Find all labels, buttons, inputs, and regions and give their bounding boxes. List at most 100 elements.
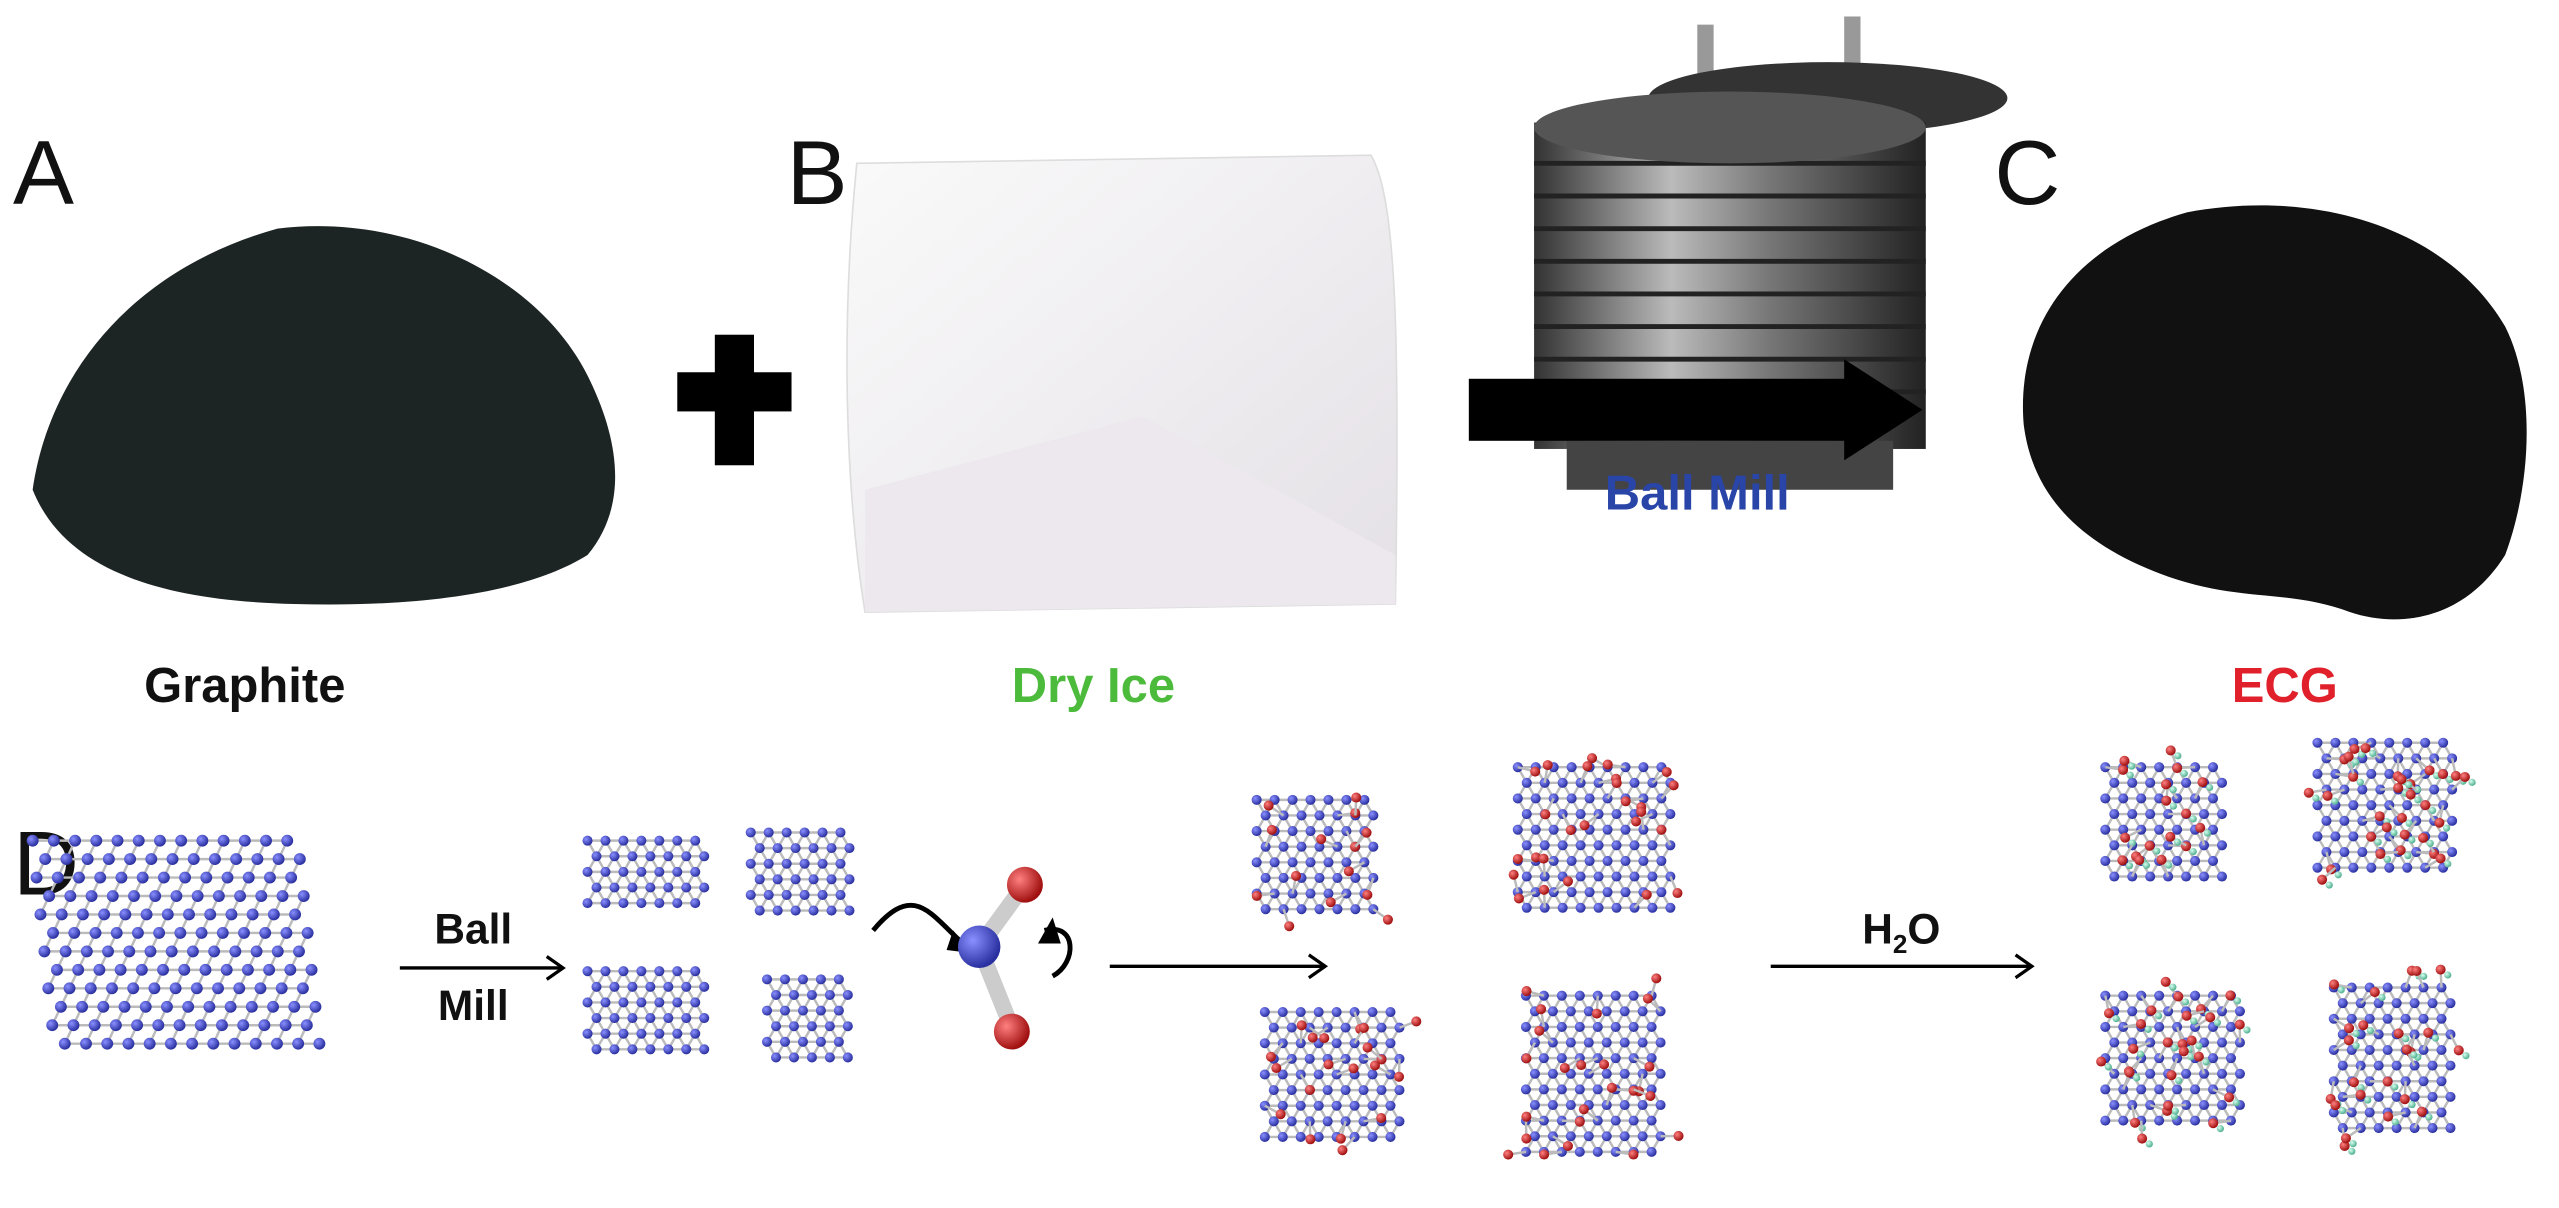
carbon-atom	[790, 874, 801, 885]
carbon-atom	[38, 945, 51, 958]
carbon-atom	[178, 963, 191, 976]
carbon-atom	[663, 1044, 674, 1055]
carbon-atom	[1593, 871, 1604, 882]
carbon-atom	[1368, 841, 1379, 852]
oxygen-atom	[2322, 790, 2333, 801]
hydrogen-atom	[2378, 993, 2386, 1002]
carbon-atom	[30, 871, 43, 884]
carbon-atom	[833, 1005, 844, 1016]
oxygen-atom	[1587, 753, 1598, 764]
oxygen-atom	[2119, 755, 2130, 766]
carbon-atom	[199, 963, 212, 976]
carbon-atom	[2445, 1123, 2456, 1134]
carbon-atom	[799, 889, 810, 900]
carbon-atom	[186, 1037, 199, 1050]
carbon-atom	[591, 981, 602, 992]
hydrogen-atom	[2174, 752, 2182, 760]
carbon-atom	[1260, 810, 1271, 821]
oxygen-atom	[2135, 1018, 2146, 1029]
carbon-atom	[672, 835, 683, 846]
lattice	[582, 835, 710, 909]
lattice	[745, 827, 855, 916]
carbon-atom	[72, 963, 85, 976]
carbon-atom	[1583, 1037, 1594, 1048]
hydrogen-atom	[2348, 1147, 2356, 1155]
carbon-atom	[2225, 1053, 2236, 1064]
carbon-atom	[2127, 777, 2138, 788]
hydrogen-atom	[2189, 848, 2197, 856]
carbon-atom	[245, 1000, 258, 1013]
carbon-atom	[1584, 855, 1595, 866]
oxygen-atom	[1591, 1008, 1602, 1019]
carbon-atom	[826, 905, 837, 916]
oxygen-atom	[1656, 824, 1667, 835]
carbon-atom	[1565, 1006, 1576, 1017]
carbon-atom	[1655, 1068, 1666, 1079]
carbon-atom	[2391, 1091, 2402, 1102]
carbon-atom	[1647, 840, 1658, 851]
carbon-atom	[1350, 904, 1361, 915]
carbon-atom	[1619, 1068, 1630, 1079]
carbon-atom	[1655, 1099, 1666, 1111]
co2-molecule	[871, 866, 1073, 1050]
carbon-atom	[165, 945, 178, 958]
carbon-atom	[844, 905, 855, 916]
carbon-atom	[88, 1019, 101, 1032]
carbon-atom	[1385, 1131, 1396, 1142]
carbon-atom	[2337, 1060, 2348, 1071]
oxygen-atom	[1645, 1090, 1656, 1102]
oxygen-atom	[1348, 1063, 1359, 1074]
carbon-atom	[2373, 1060, 2384, 1071]
carbon-atom	[2366, 862, 2377, 873]
carbon-atom	[46, 1019, 59, 1032]
carbon-atom	[2429, 784, 2440, 795]
carbon-atom	[2190, 990, 2201, 1001]
oxygen-atom	[1636, 806, 1647, 817]
carbon-atom	[2109, 1037, 2120, 1048]
carbon-atom	[1385, 1006, 1396, 1018]
carbon-atom	[1557, 809, 1568, 820]
oxygen-atom	[1661, 766, 1672, 777]
carbon-atom	[1314, 904, 1325, 915]
carbon-atom	[806, 989, 817, 1001]
carbon-atom	[1313, 1100, 1324, 1111]
carbon-atom	[1521, 809, 1532, 820]
hydrogen-atom	[2125, 862, 2134, 870]
carbon-atom	[51, 871, 64, 884]
carbon-atom	[672, 866, 683, 877]
carbon-atom	[2145, 1068, 2156, 1079]
carbon-atom	[1574, 1146, 1585, 1157]
oxygen-atom	[2160, 779, 2172, 790]
carbon-atom	[654, 898, 665, 909]
oxygen-atom	[1361, 827, 1372, 838]
oxygen-atom	[2375, 848, 2386, 859]
carbon-atom	[221, 871, 234, 884]
hydrogen-atom	[2357, 1084, 2365, 1092]
carbon-atom	[1260, 904, 1271, 915]
carbon-atom	[285, 871, 298, 884]
carbon-atom	[207, 1037, 220, 1050]
graphene-sheet	[26, 834, 326, 1050]
carbon-atom	[2118, 1115, 2129, 1126]
oxygen-atom	[2165, 745, 2176, 756]
carbon-atom	[2109, 1099, 2120, 1111]
carbon-atom	[212, 890, 225, 902]
carbon-atom	[2154, 990, 2165, 1001]
carbon-atom	[228, 1037, 241, 1050]
hydrogen-atom	[2352, 1042, 2360, 1050]
carbon-atom	[844, 843, 855, 854]
oxygen-atom	[1539, 884, 1550, 895]
carbon-atom	[1521, 777, 1532, 788]
carbon-atom	[1332, 810, 1343, 821]
carbon-atom	[2402, 737, 2413, 748]
oxygen-atom	[2416, 1106, 2427, 1117]
oxygen-atom	[1369, 1060, 1380, 1071]
carbon-atom	[2181, 1068, 2192, 1079]
carbon-atom	[600, 866, 611, 877]
oxygen-atom	[1296, 1020, 1307, 1031]
carbon-atom	[2216, 871, 2228, 882]
carbon-atom	[1520, 1021, 1531, 1032]
oxygen-atom	[2424, 765, 2435, 776]
hydrogen-atom	[2338, 1106, 2347, 1115]
oxygen-atom	[2396, 774, 2407, 785]
